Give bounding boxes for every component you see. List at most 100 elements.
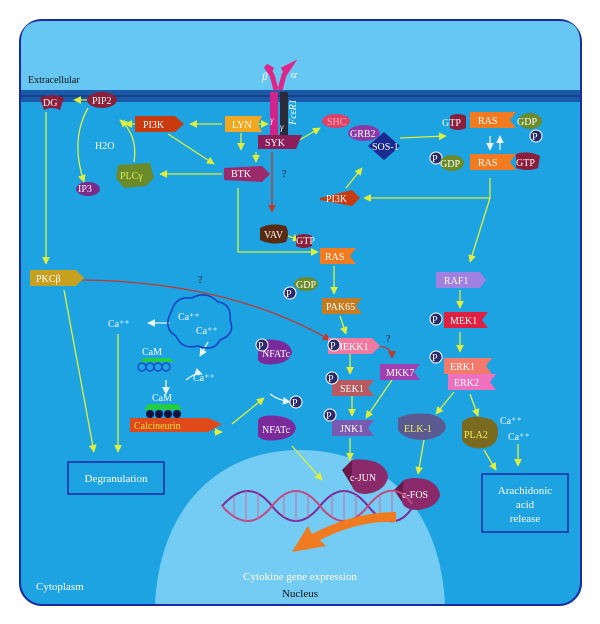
node-ca-mid: Ca⁺⁺	[193, 373, 215, 384]
node-mek1: MEK1	[444, 312, 488, 328]
node-ras-b: RAS	[470, 154, 516, 170]
svg-text:GTP: GTP	[296, 236, 315, 247]
svg-text:MKK7: MKK7	[386, 368, 414, 379]
node-erk2: ERK2	[448, 374, 496, 390]
node-ras-c: RAS	[320, 248, 356, 264]
receptor-beta-label: β	[261, 71, 268, 83]
node-btk: BTK	[224, 166, 270, 182]
node-gdp-c: GDP	[294, 277, 318, 291]
svg-text:NFATc: NFATc	[262, 349, 291, 360]
svg-text:RAS: RAS	[478, 158, 497, 169]
node-syk: SYK	[258, 135, 302, 149]
svg-text:release: release	[510, 513, 541, 525]
receptor-name-label: FcεR1	[288, 99, 299, 126]
svg-text:Degranulation: Degranulation	[85, 473, 148, 485]
svg-text:Ca⁺⁺: Ca⁺⁺	[178, 312, 200, 323]
cytoplasm-label: Cytoplasm	[36, 581, 84, 593]
svg-text:SHC: SHC	[327, 117, 347, 128]
svg-text:P: P	[326, 411, 332, 422]
node-pi3k-top: PI3K	[135, 116, 184, 132]
svg-text:GDP: GDP	[296, 280, 316, 291]
svg-text:H2O: H2O	[95, 141, 114, 152]
node-p-mekk1: P	[327, 338, 341, 352]
node-cjun: c-JUN	[342, 459, 388, 494]
nucleus-label: Nucleus	[282, 588, 318, 600]
er-calcium-store: Ca⁺⁺ Ca⁺⁺	[167, 294, 233, 349]
svg-text:IP3: IP3	[78, 184, 92, 195]
svg-text:Ca⁺⁺: Ca⁺⁺	[508, 432, 530, 443]
svg-text:SOS-1: SOS-1	[372, 142, 399, 153]
question-mark-pkcb: ?	[198, 275, 203, 286]
svg-text:P: P	[328, 374, 334, 385]
svg-text:MEK1: MEK1	[450, 316, 477, 327]
svg-text:Ca⁺⁺: Ca⁺⁺	[196, 326, 218, 337]
node-erk1: ERK1	[444, 358, 492, 374]
node-p-erk: P	[429, 350, 443, 364]
svg-text:P: P	[532, 132, 538, 143]
svg-text:RAS: RAS	[325, 252, 344, 263]
node-p-b: P	[429, 151, 443, 165]
node-ca-right: Ca⁺⁺ Ca⁺⁺	[500, 416, 530, 443]
svg-text:CaM: CaM	[152, 393, 172, 404]
node-gtp-c: GTP	[296, 234, 315, 248]
node-p-a: P	[529, 129, 543, 143]
svg-text:P: P	[292, 398, 298, 409]
node-mkk7: MKK7	[380, 364, 420, 380]
node-p-jnk1: P	[323, 408, 337, 422]
svg-text:PKCβ: PKCβ	[36, 274, 61, 285]
svg-text:c-FOS: c-FOS	[402, 490, 428, 501]
gene-expression-arrow	[292, 512, 396, 552]
node-raf1: RAF1	[436, 272, 486, 288]
svg-text:Ca⁺⁺: Ca⁺⁺	[108, 319, 130, 330]
node-ip3: IP3	[76, 182, 100, 196]
svg-text:GDP: GDP	[440, 159, 460, 170]
node-grb2: GRB2	[348, 125, 380, 141]
receptor-gamma1-label: γ	[270, 115, 274, 125]
node-gdp-b: GDP	[440, 155, 464, 171]
extracellular-label: Extracellular	[28, 75, 80, 86]
question-mark-mkk7: ?	[386, 334, 391, 345]
node-vav: VAV	[260, 224, 288, 244]
svg-text:P: P	[432, 154, 438, 165]
node-plcg: PLCγ	[116, 163, 154, 188]
arrows	[42, 96, 522, 481]
svg-text:RAF1: RAF1	[444, 276, 468, 287]
degranulation-box: Degranulation	[67, 461, 165, 495]
node-p-mek1: P	[429, 312, 443, 326]
node-h2o: H2O	[95, 141, 114, 152]
svg-text:GDP: GDP	[517, 117, 537, 128]
fceri-receptor: β α γ γ FcεR1	[261, 59, 299, 138]
dna-helix	[221, 489, 413, 523]
node-pi3k-mid: PI3K	[320, 190, 360, 206]
svg-text:P: P	[330, 341, 336, 352]
node-nfatc-2: NFATc	[258, 415, 296, 441]
svg-text:Ca⁺⁺: Ca⁺⁺	[500, 416, 522, 427]
svg-text:PLCγ: PLCγ	[120, 171, 143, 182]
node-gtp-a: GTP	[442, 114, 466, 130]
svg-text:CaM: CaM	[142, 347, 162, 358]
node-shc: SHC	[322, 114, 350, 128]
svg-text:P: P	[432, 315, 438, 326]
svg-text:c-JUN: c-JUN	[350, 473, 376, 484]
svg-text:DG: DG	[43, 98, 57, 109]
node-gdp-a: GDP	[517, 113, 542, 129]
node-cam-1: CaM	[137, 347, 174, 372]
svg-text:MEKK1: MEKK1	[334, 342, 368, 353]
node-calcineurin: Calcineurin	[130, 418, 222, 432]
svg-text:GRB2: GRB2	[350, 129, 376, 140]
node-p-sek1: P	[325, 371, 339, 385]
arachidonic-box: Arachidonic acid release	[481, 473, 569, 533]
svg-text:GTP: GTP	[516, 158, 535, 169]
node-cam-2: CaM	[144, 393, 182, 418]
svg-text:Calcineurin: Calcineurin	[134, 421, 181, 432]
svg-text:ERK1: ERK1	[450, 362, 475, 373]
svg-text:ERK2: ERK2	[454, 378, 479, 389]
node-sos1: SOS-1	[368, 132, 400, 160]
node-dg: DG	[40, 95, 64, 110]
svg-text:SYK: SYK	[265, 138, 286, 149]
svg-text:ELK-1: ELK-1	[404, 424, 432, 435]
node-p-nfatc-1: P	[255, 338, 269, 352]
node-pak65: PAK65	[322, 298, 362, 314]
receptor-alpha-label: α	[291, 69, 297, 81]
